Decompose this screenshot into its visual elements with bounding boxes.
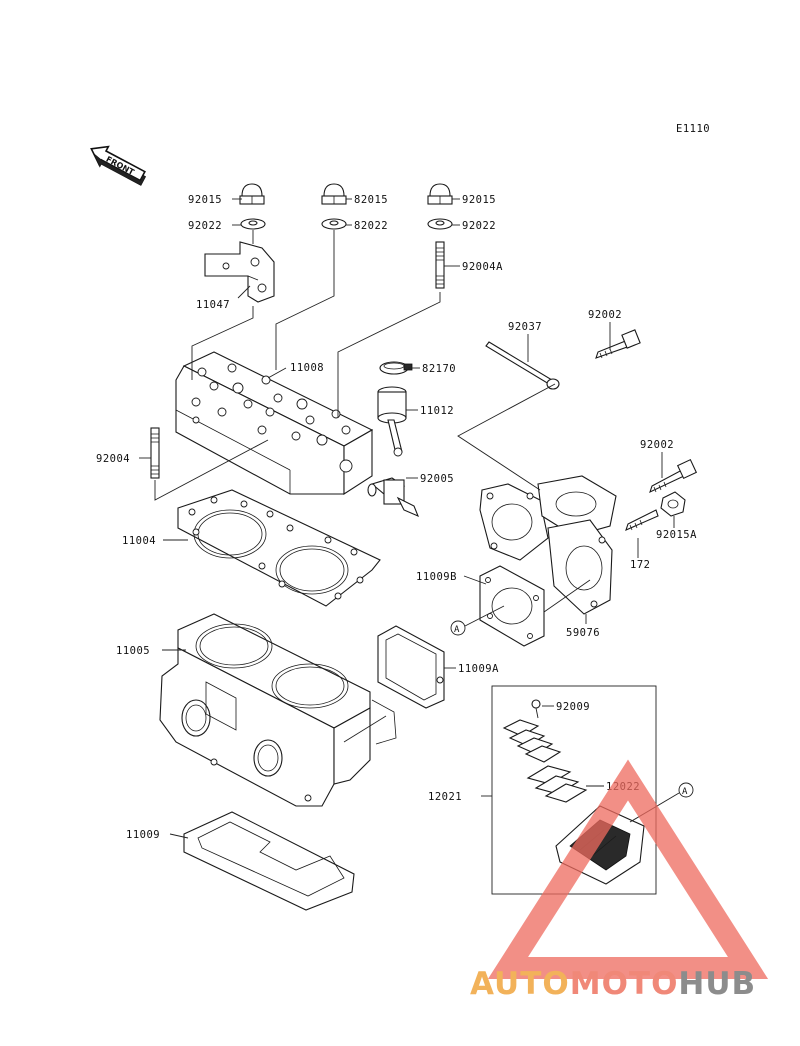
reed-valve <box>526 765 588 803</box>
bracket <box>204 241 275 303</box>
label-head-gasket: 11004 <box>122 535 156 547</box>
reed-assembly-box <box>491 685 657 895</box>
label-stud-upper: 92004A <box>462 261 503 273</box>
washer-mid <box>321 218 347 230</box>
base-gasket <box>183 811 355 911</box>
label-washer-right: 92022 <box>462 220 496 232</box>
label-bracket: 11047 <box>196 299 230 311</box>
label-clamp: 82170 <box>422 363 456 375</box>
label-bolt-right: 92002 <box>640 439 674 451</box>
cap-nut-right <box>427 183 453 205</box>
thermostat <box>377 386 407 457</box>
label-cylinder: 11005 <box>116 645 150 657</box>
screw <box>531 699 541 719</box>
label-fitting: 92005 <box>420 473 454 485</box>
leader-lines <box>139 198 680 839</box>
callout-a-left-text: A <box>454 625 460 635</box>
water-fitting <box>367 477 420 518</box>
front-arrow-icon: FRONT <box>90 145 147 186</box>
label-washer-mid: 82022 <box>354 220 388 232</box>
label-head: 11008 <box>290 362 324 374</box>
cylinder-head <box>175 351 374 496</box>
reed-petals-upper <box>502 719 562 763</box>
stud-upper <box>435 241 445 289</box>
label-nut-right-small: 92015A <box>656 529 697 541</box>
head-gasket <box>177 489 381 607</box>
diagram-code: E1110 <box>676 123 710 135</box>
intake-manifold <box>479 475 617 615</box>
hose-clamp <box>379 361 413 375</box>
washer-left <box>240 218 266 230</box>
label-base-gasket: 11009 <box>126 829 160 841</box>
gasket-b <box>479 565 545 647</box>
label-gasket-b: 11009B <box>416 571 457 583</box>
cylinder-block <box>159 613 397 807</box>
label-stud-left: 92004 <box>96 453 130 465</box>
label-nut-mid: 82015 <box>354 194 388 206</box>
cap-nut-left <box>239 183 265 205</box>
cap-nut-mid <box>321 183 347 205</box>
long-bolt <box>485 341 560 390</box>
callout-marker-a-right: A <box>678 782 694 798</box>
watermark-part3: HUB <box>678 966 756 1002</box>
callout-a-right-text: A <box>682 787 688 797</box>
label-bolt-top: 92002 <box>588 309 622 321</box>
label-gasket-a: 11009A <box>458 663 499 675</box>
washer-right <box>427 218 453 230</box>
label-manifold: 59076 <box>566 627 600 639</box>
label-thermostat: 11012 <box>420 405 454 417</box>
watermark-triangle-outer <box>487 759 769 979</box>
label-bolt-small: 172 <box>630 559 650 571</box>
bolt-right <box>649 458 698 494</box>
gasket-a <box>377 625 445 709</box>
label-nut-left: 92015 <box>188 194 222 206</box>
label-screw: 92009 <box>556 701 590 713</box>
svg-text:AUTOMOTOHUB: AUTOMOTOHUB <box>470 966 756 1002</box>
label-washer-left: 92022 <box>188 220 222 232</box>
label-bolt-long: 92037 <box>508 321 542 333</box>
bolt-small <box>625 509 659 531</box>
stud-left <box>150 427 160 479</box>
watermark-part2: MOTO <box>570 966 679 1002</box>
nut-small <box>660 491 686 517</box>
watermark-part1: AUTO <box>470 966 570 1002</box>
watermark-text: AUTOMOTOHUB <box>470 966 756 1002</box>
bolt-top <box>595 329 641 359</box>
label-reed-assy: 12021 <box>428 791 462 803</box>
callout-marker-a-left: A <box>450 620 466 636</box>
label-nut-right: 92015 <box>462 194 496 206</box>
watermark-logo <box>487 759 769 979</box>
